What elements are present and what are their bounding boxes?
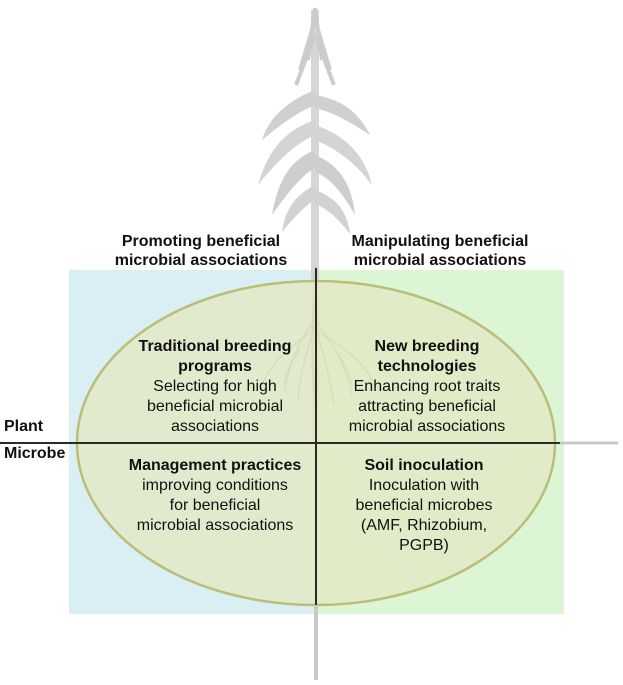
quadrant-body-line: (AMF, Rhizobium,: [360, 517, 488, 534]
right-column-header: Manipulating beneficial microbial associ…: [322, 232, 558, 270]
quadrant-title-line: New breeding: [374, 338, 480, 355]
quadrant-body-line: beneficial microbial: [146, 398, 284, 415]
quadrant-body-line: attracting beneficial: [358, 398, 496, 415]
quadrant-bottom-right: Soil inoculation Inoculation with benefi…: [335, 456, 513, 556]
quadrant-body-line: PGPB): [399, 537, 449, 554]
quadrant-body-line: Inoculation with: [368, 477, 480, 494]
left-header-line-2: microbial associations: [114, 252, 288, 269]
right-header-line-1: Manipulating beneficial: [351, 233, 529, 250]
quadrant-body-line: associations: [170, 418, 260, 435]
right-header-line-2: microbial associations: [353, 252, 527, 269]
quadrant-title-line: Soil inoculation: [364, 457, 484, 474]
quadrant-top-right: New breeding technologies Enhancing root…: [322, 337, 532, 437]
quadrant-title-line: Management practices: [128, 457, 302, 474]
quadrant-title-line: programs: [178, 358, 252, 375]
plant-axis-label: Plant: [4, 418, 44, 435]
quadrant-body-line: for beneficial: [169, 497, 261, 514]
left-header-line-1: Promoting beneficial: [121, 233, 281, 250]
quadrant-bottom-left: Management practices improving condition…: [110, 456, 320, 536]
quadrant-body-line: Enhancing root traits: [353, 378, 501, 395]
quadrant-title-line: Traditional breeding: [138, 338, 292, 355]
maize-plant-illustration: [258, 7, 372, 440]
microbe-axis-label: Microbe: [4, 445, 66, 462]
quadrant-body-line: Selecting for high: [153, 378, 277, 395]
quadrant-title-line: technologies: [377, 358, 477, 375]
quadrant-body-line: microbial associations: [348, 418, 506, 435]
quadrant-top-left: Traditional breeding programs Selecting …: [120, 337, 310, 437]
quadrant-body-line: beneficial microbes: [355, 497, 493, 514]
left-column-header: Promoting beneficial microbial associati…: [86, 232, 316, 270]
quadrant-body-line: microbial associations: [136, 517, 294, 534]
quadrant-body-line: improving conditions: [142, 477, 288, 494]
